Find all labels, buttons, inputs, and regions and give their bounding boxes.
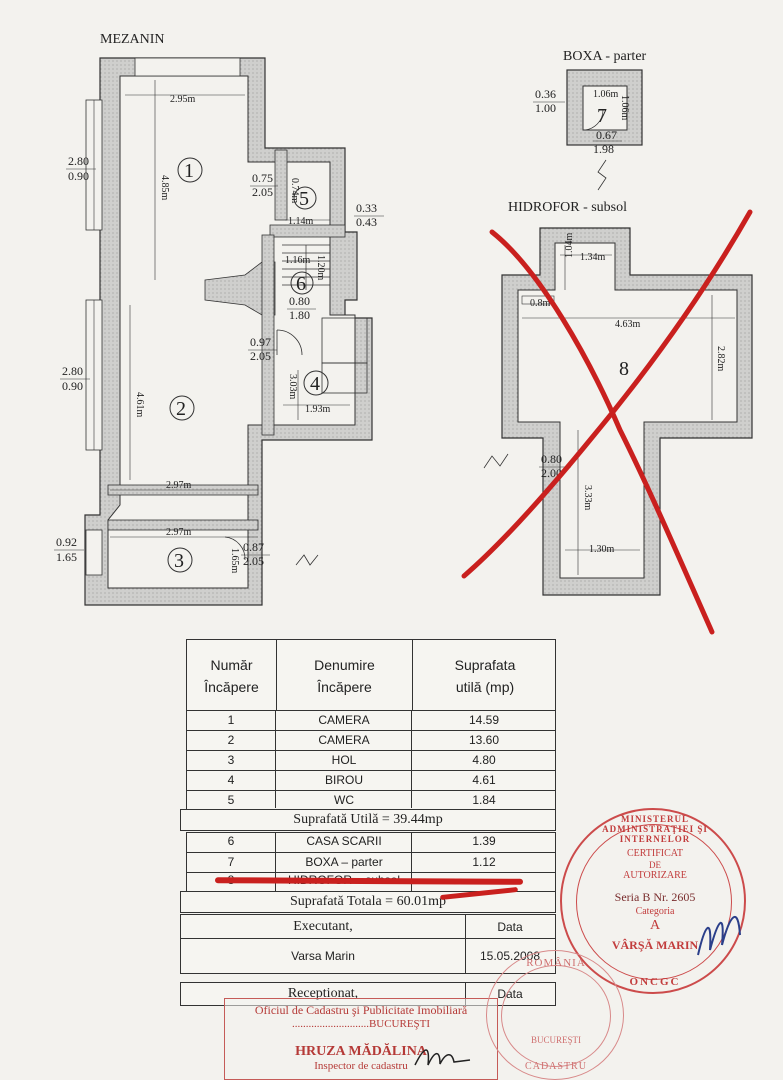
dim-3w: 2.97m: [166, 527, 192, 538]
table-row: 1 CAMERA 14.59: [186, 710, 556, 730]
mezanin-plan: [84, 57, 373, 606]
room-3-number: 3: [174, 550, 184, 572]
room-2-number: 2: [176, 398, 186, 420]
signature-scribble: [414, 1049, 471, 1066]
romania-stamp: ROMÂNIA BUCUREŞTI CADASTRU: [486, 950, 624, 1080]
cert-line1: CERTIFICAT: [626, 848, 684, 859]
boxa-dim-left-1: 0.36: [535, 87, 556, 101]
hidro-dim-door-1: 0.80: [541, 452, 562, 466]
hidro-dim-height: 2.82m: [715, 346, 726, 372]
room-7-number: 7: [597, 105, 607, 127]
table-body: [186, 711, 556, 810]
table-row: 5 WC 1.84: [186, 790, 556, 810]
header-suprafata: Suprafata utilă (mp): [454, 657, 516, 695]
boxa-dim-bottom: 1.98: [593, 142, 614, 156]
dim-4w: 1.93m: [305, 404, 331, 415]
dim-4h: 3.03m: [287, 374, 298, 400]
hidro-dim-small: 0.8m: [530, 298, 551, 309]
dim-left-top-1: 2.80: [68, 154, 89, 168]
dim-right-small-2: 0.43: [356, 215, 377, 229]
hidro-dim-stem-h: 3.33m: [582, 485, 593, 511]
dim-2h: 4.61m: [134, 392, 145, 418]
dim-door-mid-1: 0.97: [250, 335, 271, 349]
dim-485: 4.85m: [159, 175, 170, 201]
round-top: ROMÂNIA: [526, 957, 586, 969]
suprafata-totala: Suprafată Totala = 60.01mp: [180, 891, 556, 913]
room-6-number: 6: [296, 273, 306, 295]
dim-door-mid-2: 2.05: [250, 349, 271, 363]
cert-bottom: ONCGC: [629, 976, 681, 988]
hidro-dim-stem-w: 1.30m: [589, 544, 615, 555]
oficiu-line1: Oficiul de Cadastru şi Publicitate Imobi…: [254, 1003, 468, 1017]
boxa-dim-inner: 0.67: [596, 128, 617, 142]
round-bottom: CADASTRU: [525, 1061, 587, 1072]
room-1-number: 1: [184, 160, 194, 182]
dim-left-mid-2: 0.90: [62, 379, 83, 393]
cert-serie: Seria B Nr. 2605: [614, 890, 696, 904]
hidro-dim-width: 4.63m: [615, 319, 641, 330]
dim-5a-2: 2.05: [252, 185, 273, 199]
dim-5w: 1.14m: [288, 216, 314, 227]
hidro-dim-top: 1.34m: [580, 252, 606, 263]
dim-6b: 1.20m: [315, 255, 326, 281]
room-8-number: 8: [619, 358, 629, 380]
dim-right-small-1: 0.33: [356, 201, 377, 215]
dim-left-top-2: 0.90: [68, 169, 89, 183]
table-header: Număr Încăpere Denumire Încăpere Suprafa…: [186, 639, 556, 712]
dim-295: 2.95m: [170, 94, 196, 105]
cert-name: VÂRŞĂ MARIN: [611, 938, 699, 952]
room-4-number: 4: [310, 373, 320, 395]
table-row: 4 BIROU 4.61: [186, 770, 556, 790]
table-row: 6 CASA SCARII 1.39: [227, 834, 496, 848]
cert-cat: Categoria: [635, 906, 675, 917]
table-row: 3 HOL 4.80: [186, 750, 556, 770]
executant-date-label: Data: [465, 915, 555, 939]
cert-line2: DE: [649, 860, 661, 870]
dim-left-bot-1: 0.92: [56, 535, 77, 549]
oficiu-stamp: Oficiul de Cadastru şi Publicitate Imobi…: [224, 998, 498, 1080]
dim-3h: 1.65m: [229, 548, 240, 574]
round-city: BUCUREŞTI: [530, 1035, 581, 1045]
dim-2w: 2.97m: [166, 480, 192, 491]
dim-left-mid-1: 2.80: [62, 364, 83, 378]
dim-6c-2: 1.80: [289, 308, 310, 322]
boxa-title: BOXA - parter: [563, 49, 647, 64]
dim-door-bot-2: 2.05: [243, 554, 264, 568]
boxa-plan: [566, 69, 643, 191]
cert-ring-text: MINISTERUL ADMINISTRAŢIEI ŞI INTERNELOR: [602, 814, 708, 844]
boxa-dim-left-2: 1.00: [535, 101, 556, 115]
oficiu-role: Inspector de cadastru: [314, 1060, 408, 1072]
executant-name: Varsa Marin: [291, 949, 355, 963]
oficiu-city: BUCUREŞTI: [368, 1018, 431, 1030]
hidrofor-title: HIDROFOR - subsol: [508, 200, 628, 215]
ministry-stamp: MINISTERUL ADMINISTRAŢIEI ŞI INTERNELOR …: [560, 808, 746, 994]
header-numar: Număr Încăpere: [187, 640, 277, 712]
cert-letter: A: [649, 918, 661, 933]
dim-6a: 1.16m: [285, 255, 311, 266]
oficiu-name: HRUZA MĂDĂLINA: [295, 1044, 427, 1059]
floor-plans: 2.95m 4.85m 2.80 0.90 2.80 0.90 0.92 1.6…: [54, 57, 753, 635]
cert-line3: AUTORIZARE: [623, 870, 687, 881]
room-5-number: 5: [299, 188, 309, 210]
dim-left-bot-2: 1.65: [56, 550, 77, 564]
mezanin-title: MEZANIN: [100, 32, 165, 47]
signature-blue: [697, 915, 741, 956]
header-denumire: Denumire Încăpere: [277, 640, 413, 712]
table-row: 7 BOXA – parter 1.12: [186, 852, 556, 872]
receptionat-label: Receptionat,: [287, 986, 359, 1001]
dim-5b: 0.74m: [289, 178, 300, 204]
hidrofor-plan: [483, 227, 753, 596]
dim-door-bot-1: 0.87: [243, 540, 264, 554]
boxa-dim-side: 1.06m: [619, 95, 630, 121]
dim-5a-1: 0.75: [252, 171, 273, 185]
suprafata-utila: Suprafată Utilă = 39.44mp: [180, 809, 556, 831]
boxa-dim-top: 1.06m: [593, 89, 619, 100]
executant-box: Executant, Data Varsa Marin 15.05.2008: [180, 914, 556, 974]
red-cross-mark: [461, 209, 753, 635]
hidro-dim-tl: 1.04m: [564, 233, 575, 259]
executant-label: Executant,: [181, 915, 465, 939]
dim-6c-1: 0.80: [289, 294, 310, 308]
table-row: 2 CAMERA 13.60: [186, 730, 556, 750]
